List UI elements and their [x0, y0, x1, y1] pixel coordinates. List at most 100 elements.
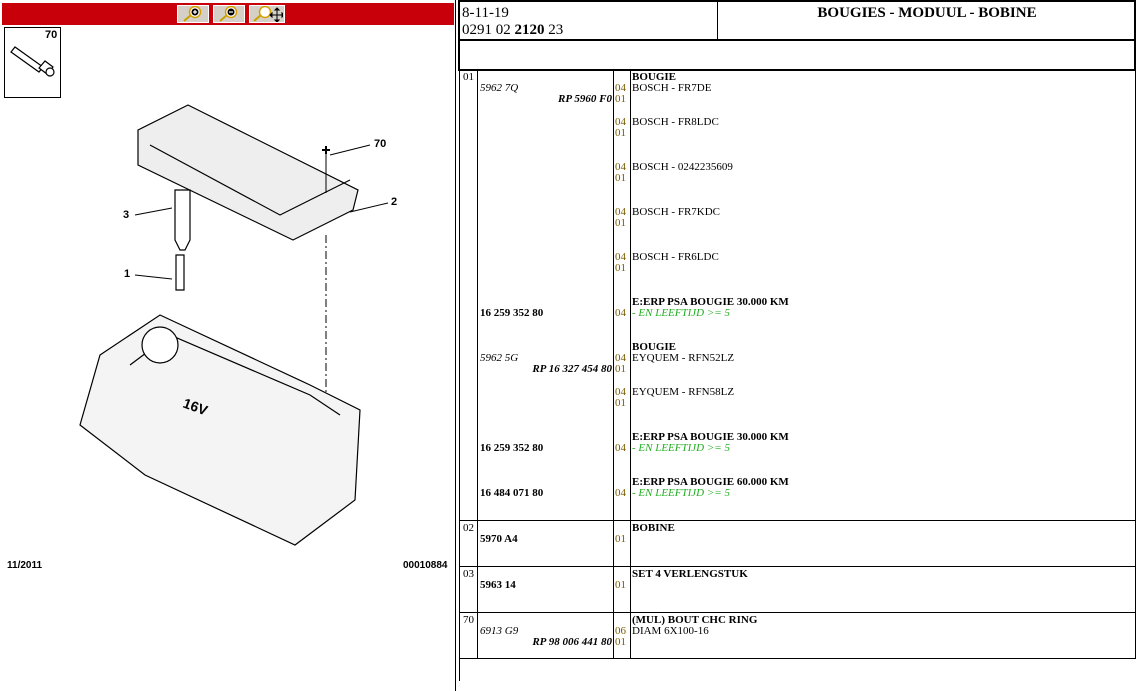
- zoom-in-button[interactable]: [177, 5, 209, 23]
- page-title: BOUGIES - MODUUL - BOBINE: [717, 2, 1136, 39]
- zoom-out-button[interactable]: [213, 5, 245, 23]
- empty: [478, 387, 613, 398]
- part-number[interactable]: RP 98 006 441 80: [532, 636, 612, 648]
- entry-block: 5963 14: [478, 567, 613, 612]
- part-number[interactable]: 5963 14: [480, 579, 516, 591]
- entry-block: [478, 250, 613, 295]
- position-cell: 70: [460, 613, 478, 658]
- quantity: 01: [615, 397, 626, 409]
- quantity: 01: [615, 579, 626, 591]
- entry-block: BOSCH - FR8LDC: [631, 115, 1135, 160]
- header-spacer: [458, 39, 1136, 71]
- quantity-cell: 01: [614, 521, 631, 566]
- code-part: 0291 02: [462, 22, 515, 38]
- empty: [631, 173, 1135, 184]
- entry-block: E:ERP PSA BOUGIE 60.000 KM- EN LEEFTIJD …: [631, 475, 1135, 520]
- entry-block: 04: [614, 475, 630, 520]
- empty: [478, 263, 613, 274]
- position-cell: 01: [460, 70, 478, 520]
- quantity: 04: [615, 307, 626, 319]
- entry-block: 16 484 071 80: [478, 475, 613, 520]
- entry-block: 5970 A4: [478, 521, 613, 566]
- empty: [631, 364, 1135, 375]
- position-cell: 02: [460, 521, 478, 566]
- part-number[interactable]: 5970 A4: [480, 533, 518, 545]
- part-number[interactable]: 16 259 352 80: [480, 442, 544, 454]
- drawing-number: 00010884: [403, 560, 448, 571]
- part-number[interactable]: 5962 5G: [480, 352, 519, 364]
- part-number[interactable]: 16 259 352 80: [480, 307, 544, 319]
- part-number[interactable]: 6913 G9: [480, 625, 519, 637]
- quantity: 04: [615, 206, 626, 218]
- thumb-label: 70: [45, 29, 58, 41]
- part-number[interactable]: RP 5960 F0: [558, 93, 612, 105]
- quantity: 01: [615, 217, 626, 229]
- empty: [631, 263, 1135, 274]
- parts-panel: 8-11-19 0291 02 2120 23 BOUGIES - MODUUL…: [458, 0, 1136, 691]
- part-number[interactable]: 5962 7Q: [480, 82, 519, 94]
- quantity: 04: [615, 487, 626, 499]
- quantity: 04: [615, 82, 626, 94]
- part-number[interactable]: 16 484 071 80: [480, 487, 544, 499]
- part-description: EYQUEM - RFN52LZ: [632, 352, 735, 364]
- callout-1: 1: [124, 268, 131, 280]
- part-description: DIAM 6X100-16: [632, 625, 709, 637]
- entry-block: [478, 385, 613, 430]
- zoom-pan-icon: [253, 6, 283, 22]
- position-cell: 03: [460, 567, 478, 612]
- empty: [631, 580, 1135, 591]
- table-tail: [459, 655, 1136, 681]
- entry-block: 5962 7Q RP 5960 F0: [478, 70, 613, 115]
- part-description: BOUGIE: [632, 341, 677, 353]
- entry-block: E:ERP PSA BOUGIE 30.000 KM- EN LEEFTIJD …: [631, 295, 1135, 340]
- entry-block: 16 259 352 80: [478, 295, 613, 340]
- quantity: 01: [615, 533, 626, 545]
- description-cell: BOBINE: [631, 521, 1135, 566]
- empty: [631, 637, 1135, 648]
- drawing-date: 11/2011: [7, 560, 43, 571]
- part-description: BOSCH - 0242235609: [632, 161, 733, 173]
- code-part-bold: 2120: [514, 22, 545, 38]
- quantity: 04: [615, 161, 626, 173]
- part-description: BOSCH - FR7DE: [632, 82, 712, 94]
- empty: [478, 173, 613, 184]
- part-description: - EN LEEFTIJD >= 5: [632, 442, 730, 454]
- exploded-view-illustration: 16V: [79, 104, 389, 546]
- quantity: 01: [615, 262, 626, 274]
- empty: [631, 94, 1135, 105]
- zoom-pan-button[interactable]: [249, 5, 285, 23]
- part-description: - EN LEEFTIJD >= 5: [632, 307, 730, 319]
- empty: [478, 398, 613, 409]
- code-part: 23: [544, 22, 564, 38]
- part-description: BOSCH - FR7KDC: [632, 206, 721, 218]
- parts-header: 8-11-19 0291 02 2120 23 BOUGIES - MODUUL…: [458, 0, 1136, 41]
- callout-2: 2: [391, 196, 398, 208]
- catalog-code: 0291 02 2120 23: [462, 22, 563, 39]
- empty: [478, 162, 613, 173]
- part-number[interactable]: RP 16 327 454 80: [532, 363, 612, 375]
- entry-block: [478, 205, 613, 250]
- entry-block: BOBINE: [631, 521, 1135, 566]
- part-description: E:ERP PSA BOUGIE 30.000 KM: [632, 296, 789, 308]
- entry-block: 01: [614, 567, 630, 612]
- thumbnail-bolt[interactable]: 70: [4, 27, 61, 98]
- quantity: 01: [615, 172, 626, 184]
- empty: [631, 218, 1135, 229]
- empty: [478, 218, 613, 229]
- callout-3: 3: [123, 209, 130, 221]
- empty: [631, 128, 1135, 139]
